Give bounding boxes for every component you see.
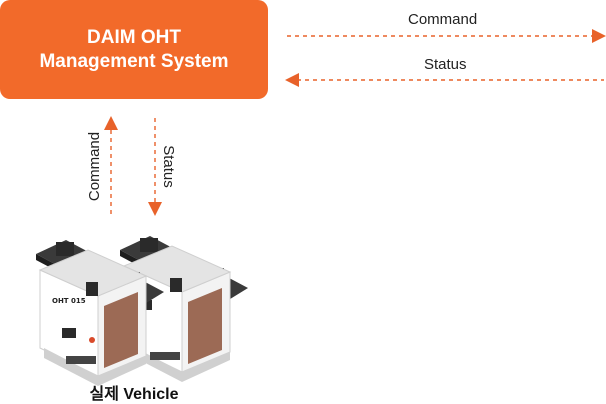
arrow-right-icon [287,29,606,43]
horizontal-status-label: Status [424,56,467,73]
arrow-down-icon [148,118,162,216]
oht-vehicle-icon [36,240,164,386]
arrow-up-icon [104,116,118,214]
vehicle-plate-label: OHT 015 [52,297,86,305]
vehicle-caption: 실제 Vehicle [89,386,179,403]
arrow-left-icon [285,73,604,87]
management-system-box: DAIM OHT Management System [0,0,268,99]
horizontal-command-label: Command [408,11,478,28]
system-title-line2: Management System [39,50,229,72]
system-title-line1: DAIM OHT [87,26,181,48]
